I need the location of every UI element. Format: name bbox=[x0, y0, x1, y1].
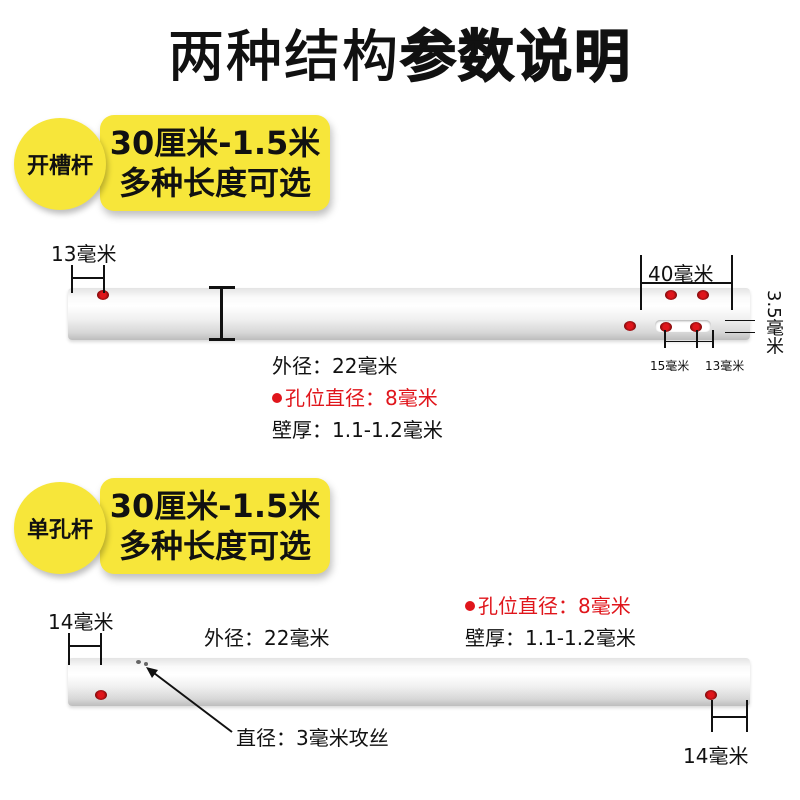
left-hole-distance-label: 14毫米 bbox=[48, 610, 114, 634]
tap-hole-icon bbox=[136, 660, 141, 664]
slot-hole-icon bbox=[660, 322, 672, 332]
right-hole-icon bbox=[705, 690, 717, 700]
section1-length-line2: 多种长度可选 bbox=[118, 164, 311, 202]
dimension-line bbox=[100, 633, 102, 665]
section2-length-line1: 30厘米-1.5米 bbox=[109, 487, 321, 525]
top-hole-icon bbox=[697, 290, 709, 300]
single-hole-rod bbox=[68, 658, 750, 706]
diameter-marker bbox=[209, 286, 235, 289]
dimension-line bbox=[712, 330, 714, 348]
dimension-line bbox=[725, 320, 755, 321]
red-bullet-icon bbox=[465, 600, 475, 611]
left-hole-icon bbox=[95, 690, 107, 700]
dimension-line bbox=[696, 330, 698, 348]
section1-length-badge: 30厘米-1.5米 多种长度可选 bbox=[100, 115, 330, 211]
title-part2: 参数说明 bbox=[399, 24, 632, 91]
top-hole-icon bbox=[665, 290, 677, 300]
diameter-marker bbox=[209, 338, 235, 341]
slot-hole-left-label: 15毫米 bbox=[650, 359, 690, 373]
dimension-line bbox=[711, 716, 748, 718]
slot-hole-right-label: 13毫米 bbox=[705, 359, 745, 373]
section1-type-tag: 开槽杆 bbox=[14, 118, 106, 210]
dimension-line bbox=[71, 277, 105, 279]
slot-end-hole-icon bbox=[624, 321, 636, 331]
slot-width-label: 3.5毫米 bbox=[763, 290, 784, 355]
section1-hole-diameter-row: 孔位直径：8毫米 bbox=[272, 382, 438, 411]
end-hole-distance-label: 13毫米 bbox=[51, 242, 117, 266]
section1-hole-diameter: 孔位直径：8毫米 bbox=[285, 386, 438, 410]
section1-type-label: 开槽杆 bbox=[26, 154, 93, 179]
section2-length-badge: 30厘米-1.5米 多种长度可选 bbox=[100, 478, 330, 574]
section2-outer-diameter: 外径：22毫米 bbox=[204, 626, 330, 650]
tap-hole-icon bbox=[144, 662, 148, 666]
slot-hole-icon bbox=[690, 322, 702, 332]
title-part1: 两种结构 bbox=[168, 25, 400, 91]
slot-length-label: 40毫米 bbox=[648, 262, 714, 286]
dimension-line bbox=[71, 265, 73, 293]
dimension-line bbox=[103, 265, 105, 293]
red-bullet-icon bbox=[272, 392, 282, 403]
tap-hole-diameter-label: 直径：3毫米攻丝 bbox=[236, 726, 389, 750]
slotted-rod bbox=[68, 288, 750, 340]
end-hole-icon bbox=[97, 290, 109, 300]
section2-type-tag: 单孔杆 bbox=[14, 482, 106, 574]
dimension-line bbox=[725, 332, 755, 333]
dimension-line bbox=[640, 282, 733, 284]
dimension-line bbox=[68, 645, 102, 647]
section1-wall-thickness: 壁厚：1.1-1.2毫米 bbox=[272, 418, 443, 442]
tap-hole-pointer-arrow bbox=[146, 667, 233, 733]
section2-type-label: 单孔杆 bbox=[26, 518, 93, 543]
section2-wall-thickness: 壁厚：1.1-1.2毫米 bbox=[465, 626, 636, 650]
dimension-line bbox=[664, 330, 666, 348]
section1-outer-diameter: 外径：22毫米 bbox=[272, 354, 398, 378]
section2-hole-diameter-row: 孔位直径：8毫米 bbox=[465, 590, 631, 619]
diameter-marker bbox=[220, 286, 223, 340]
section2-length-line2: 多种长度可选 bbox=[118, 527, 311, 565]
section2-hole-diameter: 孔位直径：8毫米 bbox=[478, 594, 631, 618]
dimension-line bbox=[68, 633, 70, 665]
section1-length-line1: 30厘米-1.5米 bbox=[109, 124, 321, 162]
dimension-line bbox=[664, 341, 714, 342]
right-hole-distance-label: 14毫米 bbox=[683, 744, 749, 768]
page-title: 两种结构参数说明 bbox=[0, 12, 800, 93]
